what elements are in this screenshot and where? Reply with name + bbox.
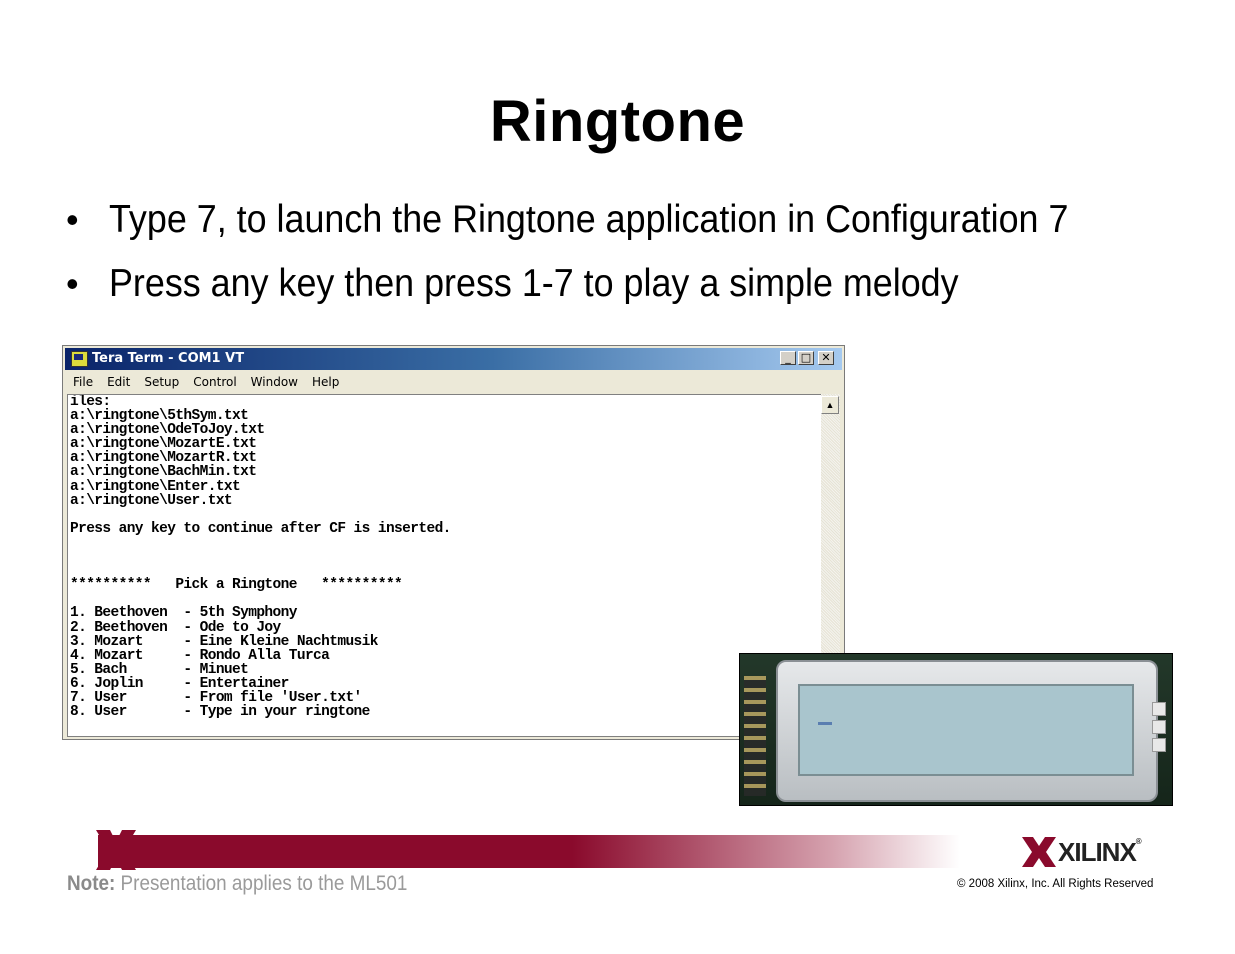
maximize-button[interactable]: □ — [798, 351, 814, 365]
lcd-tab — [1152, 702, 1166, 716]
bullet-item: • Press any key then press 1-7 to play a… — [66, 258, 1186, 322]
window-title: Tera Term - COM1 VT — [92, 351, 245, 366]
menu-control[interactable]: Control — [193, 375, 237, 389]
terminal-area[interactable]: iles: a:\ringtone\5thSym.txt a:\ringtone… — [67, 394, 822, 737]
bullet-text: Type 7, to launch the Ringtone applicati… — [109, 198, 1069, 241]
tera-term-window: Tera Term - COM1 VT _ □ ✕ File Edit Setu… — [62, 345, 845, 740]
lcd-cursor — [818, 722, 832, 725]
menu-window[interactable]: Window — [250, 375, 298, 389]
copyright-text: © 2008 Xilinx, Inc. All Rights Reserved — [957, 878, 1154, 890]
bullet-dot-icon: • — [66, 263, 79, 304]
xilinx-x-mark-icon — [96, 830, 136, 870]
bullet-list: • Type 7, to launch the Ringtone applica… — [66, 194, 1186, 322]
menu-edit[interactable]: Edit — [107, 375, 131, 389]
footer-note: Note: Presentation applies to the ML501 — [67, 872, 407, 896]
lcd-header-pins — [744, 676, 766, 796]
logo-text-word: XILINX — [1058, 836, 1137, 867]
minimize-button[interactable]: _ — [780, 351, 796, 365]
slide-title: Ringtone — [489, 89, 746, 154]
tera-term-app-icon[interactable] — [71, 351, 88, 367]
xilinx-logo: XILINX® — [1022, 836, 1142, 868]
note-label: Note: — [67, 872, 116, 895]
lcd-tab — [1152, 738, 1166, 752]
menu-bar: File Edit Setup Control Window Help — [65, 372, 842, 392]
lcd-display-photo — [739, 653, 1173, 806]
footer-band — [98, 835, 960, 868]
window-titlebar[interactable]: Tera Term - COM1 VT _ □ ✕ — [65, 348, 842, 370]
logo-reg: ® — [1135, 836, 1142, 846]
vertical-scrollbar[interactable]: ▲ — [821, 394, 840, 737]
menu-setup[interactable]: Setup — [144, 375, 180, 389]
lcd-screen — [798, 684, 1134, 776]
bullet-text: Press any key then press 1-7 to play a s… — [109, 262, 959, 305]
menu-help[interactable]: Help — [312, 375, 340, 389]
logo-text: XILINX® — [1058, 836, 1142, 868]
menu-file[interactable]: File — [73, 375, 94, 389]
lcd-tab — [1152, 720, 1166, 734]
xilinx-logo-icon — [1022, 837, 1056, 867]
scroll-up-icon[interactable]: ▲ — [821, 396, 839, 414]
close-button[interactable]: ✕ — [818, 351, 834, 365]
terminal-text: iles: a:\ringtone\5thSym.txt a:\ringtone… — [70, 394, 451, 721]
bullet-dot-icon: • — [66, 199, 79, 240]
bullet-item: • Type 7, to launch the Ringtone applica… — [66, 194, 1186, 258]
note-text: Presentation applies to the ML501 — [115, 872, 408, 895]
